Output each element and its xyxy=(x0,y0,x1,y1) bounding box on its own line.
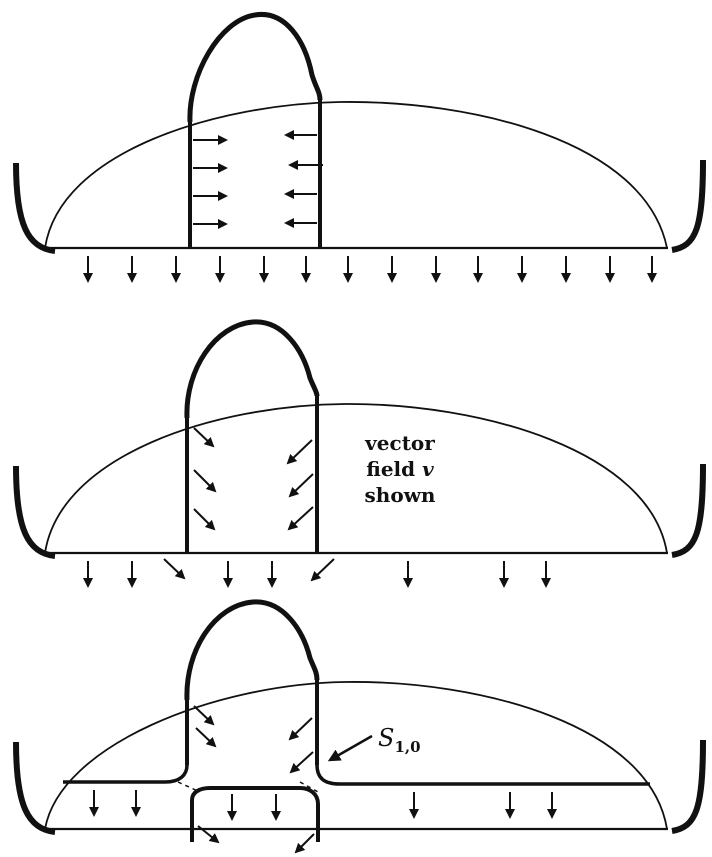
surface-left-shelf xyxy=(63,764,189,784)
handle-loop xyxy=(187,11,323,123)
left-bracket xyxy=(13,741,56,835)
annotation-line-1: vector xyxy=(365,431,435,455)
arrow-diagonal xyxy=(193,508,216,531)
annotation-line-2-text: field xyxy=(366,457,423,481)
annotation-line-3: shown xyxy=(364,483,436,507)
inner-arrows xyxy=(193,427,314,531)
arrow-diagonal xyxy=(287,506,314,531)
dome-outline xyxy=(44,681,668,830)
surface-lower-loop xyxy=(190,786,320,842)
left-bracket xyxy=(13,162,56,254)
surface-label: S1,0 xyxy=(378,724,421,756)
arrow-diagonal xyxy=(195,727,217,748)
right-bracket xyxy=(671,159,706,253)
dome-outline xyxy=(44,403,668,554)
arrow-diagonal xyxy=(197,825,220,844)
dome-outline xyxy=(44,101,668,249)
handle-loop xyxy=(184,319,320,419)
arrow-diagonal xyxy=(288,473,314,498)
arrow-diagonal xyxy=(288,717,313,741)
left-bracket xyxy=(13,465,56,559)
handle-loop xyxy=(184,599,320,701)
ground-arrows xyxy=(83,256,657,283)
panel-3 xyxy=(13,599,706,854)
shelf-arrows xyxy=(89,790,557,854)
surface-label-subscript: 1,0 xyxy=(394,737,421,756)
surface-label-main: S xyxy=(378,724,395,752)
arrow-diagonal xyxy=(289,751,314,774)
right-bracket xyxy=(671,463,706,558)
arrow-diagonal xyxy=(310,558,335,582)
surface-pointer-arrow xyxy=(327,734,373,762)
arrow-diagonal xyxy=(294,833,315,854)
arrow-diagonal xyxy=(193,427,215,448)
arrow-diagonal xyxy=(193,469,217,493)
inner-arrows xyxy=(193,705,314,774)
arrow-diagonal xyxy=(163,558,186,580)
annotation-line-2: field v xyxy=(352,456,448,482)
panel-1 xyxy=(13,11,706,283)
ground-arrows xyxy=(83,558,551,588)
dashed-connector xyxy=(299,781,319,793)
vector-field-annotation: vector field v shown xyxy=(352,430,448,508)
surface-right-shelf xyxy=(315,764,650,786)
annotation-variable: v xyxy=(422,457,434,481)
right-bracket xyxy=(671,739,706,834)
arrow-diagonal xyxy=(193,705,215,726)
panel-2 xyxy=(13,319,706,588)
inner-arrows xyxy=(193,130,323,229)
arrow-diagonal xyxy=(286,439,313,465)
